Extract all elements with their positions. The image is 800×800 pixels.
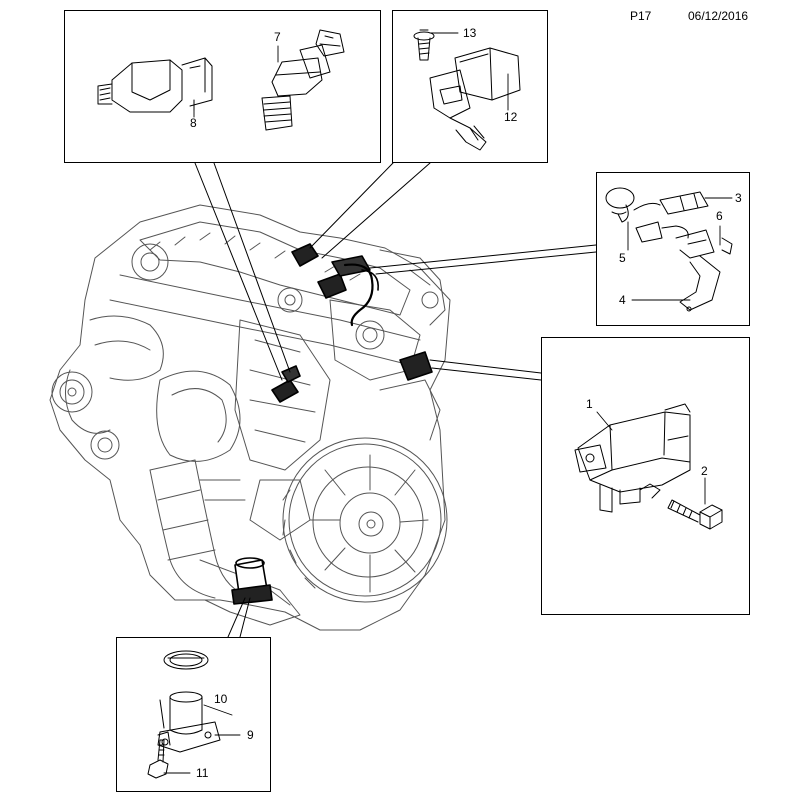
callout-8: 8 xyxy=(190,116,197,130)
detail-panel-differential-pressure-sensor xyxy=(541,337,750,615)
callout-12: 12 xyxy=(504,110,518,124)
screw-13-drawing xyxy=(413,29,435,61)
callout-2: 2 xyxy=(701,464,708,478)
callout-leaders xyxy=(163,32,733,774)
page-number: P17 xyxy=(630,9,652,23)
engine-highlighted-parts xyxy=(231,243,433,605)
pressure-sensor-8-drawing xyxy=(97,57,213,113)
o-ring-10-drawing xyxy=(163,650,209,670)
engine-assembly xyxy=(49,204,451,631)
callout-5: 5 xyxy=(619,251,626,265)
detail-panel-wiring-harness xyxy=(596,172,750,326)
callout-3: 3 xyxy=(735,191,742,205)
pressure-sensor-7-drawing xyxy=(261,29,345,131)
callout-11: 11 xyxy=(196,766,209,780)
bolt-11-drawing xyxy=(147,739,169,779)
callout-4: 4 xyxy=(619,293,626,307)
callout-6: 6 xyxy=(716,209,723,223)
diagram-date: 06/12/2016 xyxy=(688,9,749,23)
callout-13: 13 xyxy=(463,26,477,40)
dp-sensor-1-drawing xyxy=(574,403,691,513)
detail-panel-map-sensor xyxy=(392,10,548,163)
leader-lines xyxy=(194,162,597,638)
oil-level-sensor-9-drawing xyxy=(157,691,221,753)
callout-10: 10 xyxy=(214,692,228,706)
wiring-harness-drawing xyxy=(605,187,733,312)
bolt-2-drawing xyxy=(667,499,723,530)
detail-panel-oil-level-sensor xyxy=(116,637,271,792)
callout-9: 9 xyxy=(247,728,254,742)
detail-panel-pressure-sensors xyxy=(64,10,381,163)
callout-7: 7 xyxy=(274,30,281,44)
callout-1: 1 xyxy=(586,397,593,411)
map-sensor-12-drawing xyxy=(429,47,521,151)
